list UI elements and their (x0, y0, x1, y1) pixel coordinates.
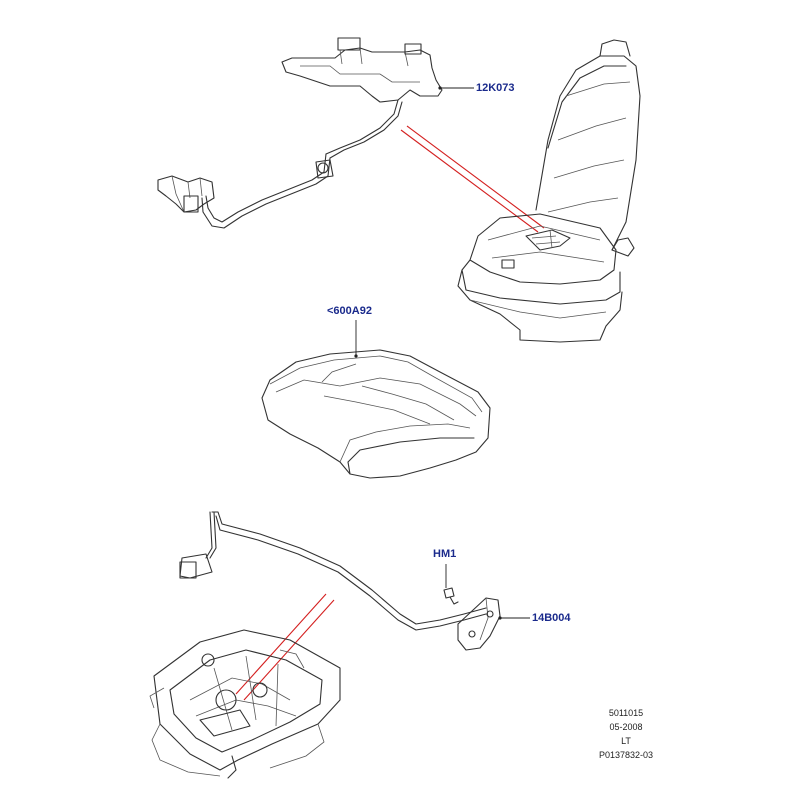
harness-14b004 (179, 511, 530, 651)
complete-seat (457, 39, 641, 343)
footer-code: 5011015 (608, 708, 644, 718)
footer-part-number: P0137832-03 (598, 750, 654, 760)
callout-14b004: 14B004 (532, 612, 571, 624)
callout-600a92: <600A92 (327, 305, 372, 317)
footer-date: 05-2008 (609, 722, 643, 732)
callout-12k073: 12K073 (476, 82, 515, 94)
footer-lt: LT (621, 736, 631, 746)
harness-12k073 (157, 37, 474, 229)
pointer-lines-top (400, 125, 545, 233)
callout-hm1: HM1 (433, 548, 457, 560)
seat-cushion (261, 320, 491, 479)
seat-frame (149, 629, 341, 779)
